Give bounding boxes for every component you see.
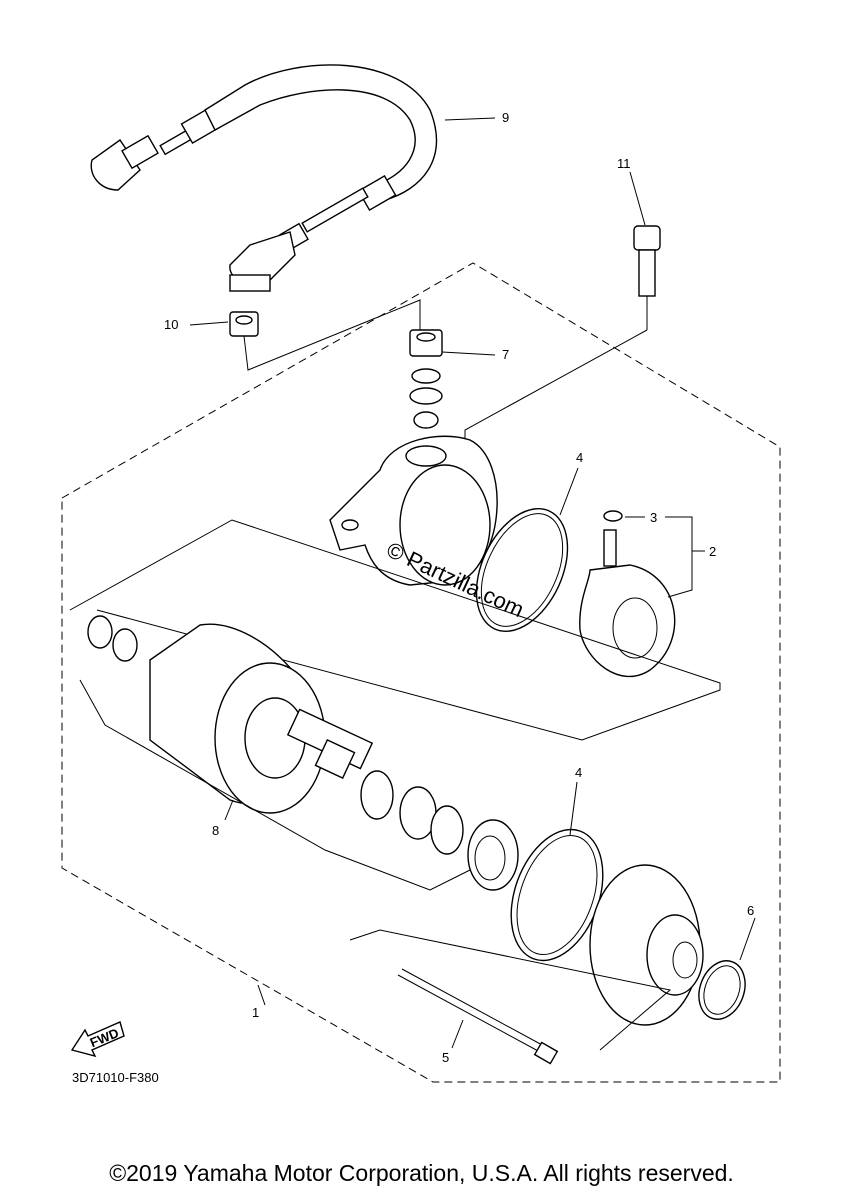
o-ring-6 (698, 960, 746, 1020)
o-ring-4-lower (510, 828, 604, 962)
copyright-notice: ©2019 Yamaha Motor Corporation, U.S.A. A… (109, 1160, 734, 1186)
fwd-label: FWD (88, 1025, 121, 1050)
fwd-arrow-icon: FWD (70, 1021, 125, 1058)
leader-lines (189, 117, 756, 1049)
callout-1: 1 (252, 1005, 259, 1020)
bolt-11 (464, 225, 661, 500)
motor-yoke-8 (79, 623, 471, 891)
rear-cover (589, 864, 704, 1026)
nut-10 (229, 299, 421, 371)
front-cover (329, 435, 498, 586)
callout-6: 6 (747, 903, 754, 918)
callout-9: 9 (502, 110, 509, 125)
shim-washers (360, 770, 519, 891)
diagram-code: 3D71010-F380 (72, 1070, 159, 1085)
callout-5: 5 (442, 1050, 449, 1065)
callout-2: 2 (709, 544, 716, 559)
brush-holder-2 (579, 510, 676, 677)
armature-washers (69, 519, 721, 741)
o-ring-4-upper (475, 508, 569, 632)
callout-11: 11 (617, 156, 631, 171)
starter-motor-exploded-diagram: FWD 9 11 10 7 4 3 2 4 8 6 1 5 3D71010-F3… (61, 64, 781, 1085)
callout-4-upper: 4 (576, 450, 583, 465)
callout-3: 3 (650, 510, 657, 525)
starter-cable (90, 64, 438, 292)
through-bolt-5 (349, 929, 672, 1065)
callout-10: 10 (164, 317, 178, 332)
callout-4-lower: 4 (575, 765, 582, 780)
callout-7: 7 (502, 347, 509, 362)
assembly-boundary (61, 262, 781, 1083)
terminal-nut-and-washers (409, 329, 443, 429)
callout-8: 8 (212, 823, 219, 838)
